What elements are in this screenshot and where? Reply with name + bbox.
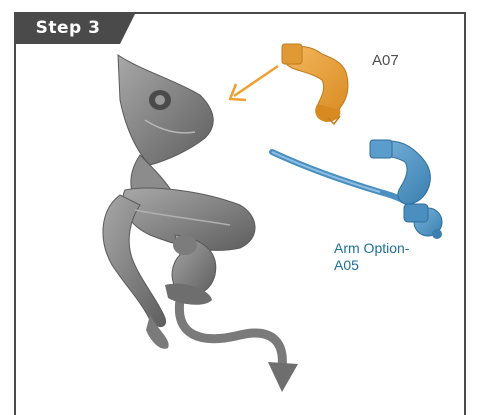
label-a05: Arm Option- A05	[334, 240, 444, 274]
label-a05-line2: A05	[334, 257, 444, 274]
label-a05-line1: Arm Option-	[334, 240, 444, 257]
arrow-down-left-icon	[230, 66, 278, 100]
part-a07-arm	[282, 44, 348, 124]
part-a05-arm	[272, 140, 442, 239]
miniature-body	[103, 55, 298, 392]
label-a07: A07	[372, 52, 399, 69]
